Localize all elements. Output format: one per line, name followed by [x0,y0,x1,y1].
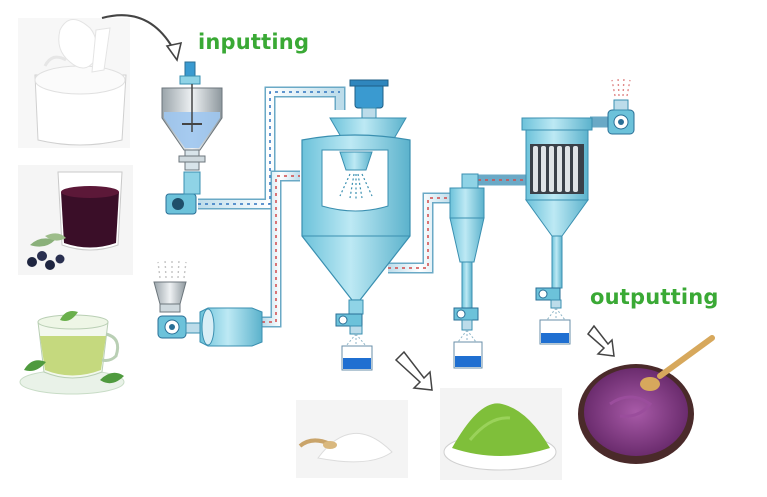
output-arrow-left-icon [396,352,432,390]
drying-chamber [302,80,410,370]
feed-pump [166,172,200,214]
white-powder-icon [296,400,408,478]
bag-filter [522,118,592,344]
exhaust-fan [608,78,634,134]
air-heater [186,308,262,346]
output-arrow-right-icon [588,326,614,356]
green-powder-icon [440,388,562,480]
feed-hopper [162,62,222,170]
outputting-label: outputting [590,285,719,309]
purple-powder-icon [578,338,712,464]
tea-cup-icon [18,295,136,407]
milk-glass-icon [18,18,130,148]
berry-juice-glass-icon [18,165,133,275]
inputting-label: inputting [198,30,309,54]
cyclone-separator [450,174,484,368]
air-inlet-filter [154,258,186,338]
